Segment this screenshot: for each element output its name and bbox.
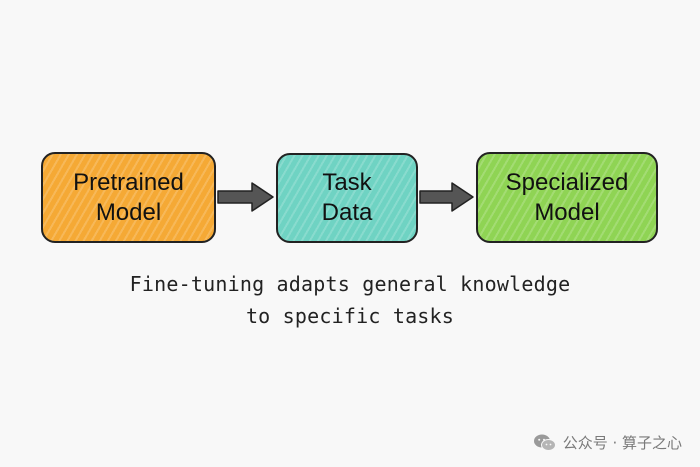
watermark: 公众号 · 算子之心: [533, 432, 682, 453]
box-label-line2: Model: [95, 198, 162, 226]
box-label-line1: Task: [322, 169, 372, 196]
specialized-model-box: Specialized Model: [476, 152, 658, 243]
wechat-icon: [533, 434, 556, 451]
pretrained-model-box: Pretrained Model: [41, 152, 216, 243]
arrow-right-icon: [419, 182, 474, 212]
diagram-caption: Fine-tuning adapts general knowledge to …: [100, 268, 600, 332]
box-label-line1: Pretrained: [73, 168, 184, 196]
box-label-line2: Model: [534, 198, 600, 226]
box-label-line1: Specialized: [505, 168, 629, 196]
watermark-text: 公众号 · 算子之心: [562, 434, 682, 452]
arrow-right-icon: [217, 182, 274, 212]
caption-line1: Fine-tuning adapts general knowledge: [129, 272, 571, 296]
box-label-line2: Data: [321, 199, 373, 226]
task-data-box: Task Data: [276, 153, 418, 243]
caption-line2: to specific tasks: [245, 304, 455, 328]
